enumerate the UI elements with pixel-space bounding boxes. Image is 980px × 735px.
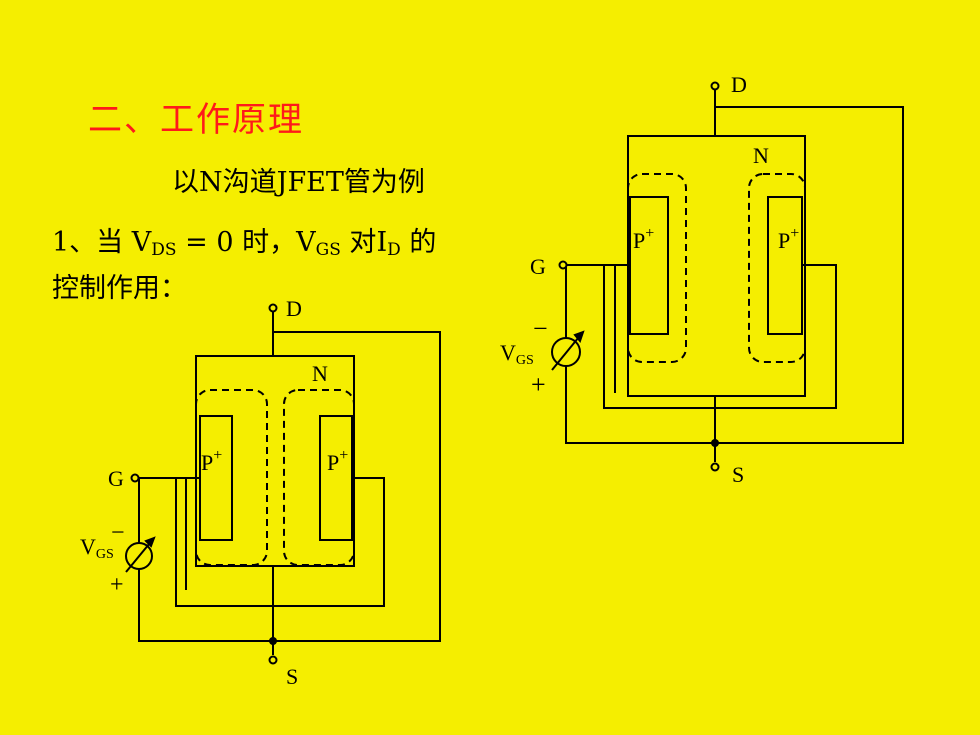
plus-sign-right: +	[531, 370, 546, 399]
labels-left: D N P+ P+ G VGS − + S	[80, 296, 348, 689]
gate-terminal-left	[130, 473, 140, 483]
p-region-right-b	[767, 196, 803, 335]
gate-label-right: G	[530, 254, 546, 279]
p-label-right-a: P	[327, 450, 339, 475]
id-symbol: I	[376, 227, 388, 258]
drain-label-left: D	[286, 296, 302, 321]
channel-label-left: N	[312, 361, 328, 386]
depletion-right-b	[748, 173, 806, 363]
p-region-left-a	[199, 415, 233, 541]
svg-text:P+: P+	[633, 225, 654, 253]
variable-arrow-icon-right	[573, 330, 585, 344]
p-sup-right-b: +	[790, 225, 799, 242]
minus-sign-right: −	[533, 314, 548, 343]
vgs-label-left: V	[80, 534, 96, 559]
jfet-diagram-left	[125, 303, 441, 665]
svg-text:P+: P+	[201, 447, 222, 475]
labels-right: D N P+ P+ G VGS − + S	[500, 72, 799, 487]
source-node-right	[711, 439, 719, 447]
point-dui: 对	[340, 227, 377, 258]
drain-terminal-right	[710, 81, 720, 91]
point-de: 的	[400, 227, 437, 258]
minus-sign-left: −	[111, 520, 125, 546]
source-terminal-right	[710, 462, 720, 472]
drain-terminal-left	[268, 303, 278, 313]
depletion-right-a	[627, 173, 687, 363]
p-sup-left-a: +	[213, 447, 222, 464]
svg-text:P+: P+	[778, 225, 799, 253]
plus-sign-left: +	[110, 572, 124, 598]
vgs-sub-left: GS	[96, 547, 114, 562]
vds-subscript: DS	[151, 240, 177, 260]
vds-symbol: V	[131, 227, 152, 258]
p-region-left-b	[629, 196, 669, 335]
gate-label-left: G	[108, 466, 124, 491]
svg-text:VGS: VGS	[80, 534, 114, 562]
jfet-diagram-right	[551, 81, 904, 472]
point-eq: = 0 时，	[176, 227, 297, 258]
id-subscript: D	[387, 240, 401, 260]
source-node-left	[269, 637, 277, 645]
svg-text:P+: P+	[327, 447, 348, 475]
point-1-cont: 控制作用：	[52, 273, 187, 304]
gate-terminal-right	[558, 260, 568, 270]
drain-label-right: D	[731, 72, 747, 97]
point-num: 1、当	[52, 227, 132, 258]
p-label-left-a: P	[201, 450, 213, 475]
svg-text:VGS: VGS	[500, 340, 534, 368]
vgs-label-right: V	[500, 340, 516, 365]
p-sup-right-a: +	[339, 447, 348, 464]
point-1: 1、当 VDS = 0 时，VGS 对ID 的	[52, 220, 436, 260]
slide-title: 二、工作原理	[88, 100, 304, 140]
variable-arrow-icon-left	[144, 536, 156, 548]
p-sup-left-b: +	[645, 225, 654, 242]
subtitle: 以N沟道JFET管为例	[172, 167, 425, 198]
channel-label-right: N	[753, 143, 769, 168]
source-label-right: S	[732, 462, 744, 487]
p-label-left-b: P	[633, 228, 645, 253]
vgs-symbol: V	[296, 227, 316, 258]
vgs-subscript: GS	[315, 240, 341, 260]
source-terminal-left	[268, 655, 278, 665]
p-region-right-a	[319, 415, 353, 541]
vgs-sub-right: GS	[516, 353, 534, 368]
p-label-right-b: P	[778, 228, 790, 253]
source-label-left: S	[286, 664, 298, 689]
